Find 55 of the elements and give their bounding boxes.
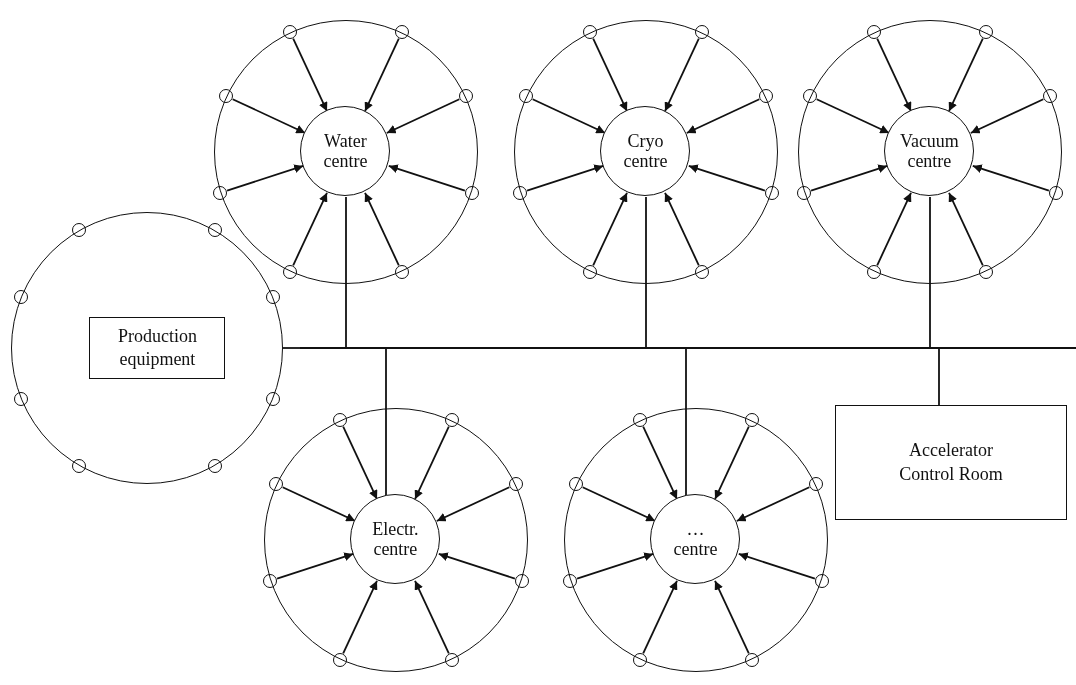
centre-circle: Vacuum centre — [884, 106, 975, 197]
centre-circle: Cryo centre — [600, 106, 691, 197]
arrow — [435, 486, 511, 522]
connector-line — [685, 348, 687, 497]
arrow — [737, 552, 816, 580]
arrow — [714, 425, 750, 501]
centre-circle: Water centre — [300, 106, 391, 197]
arrow — [531, 98, 607, 134]
arrow — [642, 425, 678, 501]
centre-circle: … centre — [650, 494, 741, 585]
arrow — [735, 486, 811, 522]
connector-line — [645, 196, 647, 348]
arrow — [971, 164, 1050, 192]
arrow — [292, 191, 328, 267]
arrow — [592, 191, 628, 267]
connector-line — [938, 348, 940, 406]
arrow — [342, 425, 378, 501]
arrow — [526, 164, 605, 192]
arrow — [714, 579, 750, 655]
arrow — [876, 191, 912, 267]
process-box: Accelerator Control Room — [835, 405, 1067, 520]
arrow — [664, 191, 700, 267]
arrow — [969, 98, 1045, 134]
arrow — [231, 98, 307, 134]
arrow — [642, 579, 678, 655]
arrow — [226, 164, 305, 192]
arrow — [948, 37, 984, 113]
arrow — [592, 37, 628, 113]
arrow — [815, 98, 891, 134]
connector-line — [282, 347, 301, 349]
arrow — [342, 579, 378, 655]
arrow — [364, 37, 400, 113]
arrow — [387, 164, 466, 192]
bus-line — [300, 347, 1076, 349]
arrow — [437, 552, 516, 580]
arrow — [414, 425, 450, 501]
connector-line — [385, 348, 387, 497]
arrow — [810, 164, 889, 192]
arrow — [385, 98, 461, 134]
arrow — [664, 37, 700, 113]
arrow — [281, 486, 357, 522]
arrow — [687, 164, 766, 192]
arrow — [876, 37, 912, 113]
arrow — [685, 98, 761, 134]
arrow — [576, 552, 655, 580]
arrow — [292, 37, 328, 113]
arrow — [276, 552, 355, 580]
centre-circle: Electr. centre — [350, 494, 441, 585]
arrow — [364, 191, 400, 267]
process-box: Production equipment — [89, 317, 226, 380]
connector-line — [345, 196, 347, 348]
arrow — [414, 579, 450, 655]
arrow — [948, 191, 984, 267]
arrow — [581, 486, 657, 522]
connector-line — [929, 196, 931, 348]
